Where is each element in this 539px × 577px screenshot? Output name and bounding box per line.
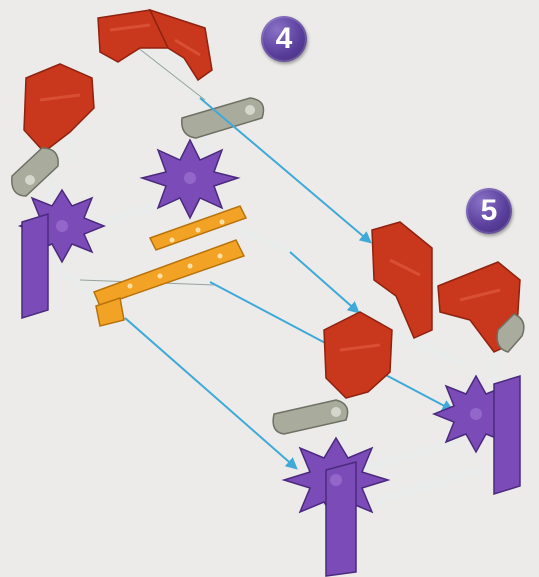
step-5-model (272, 221, 525, 577)
white-rod (355, 435, 465, 475)
step-number-badge: 4 (261, 16, 307, 62)
gray-clip-connector (272, 313, 525, 435)
white-rod (375, 465, 485, 505)
step-number-badge: 5 (466, 188, 512, 234)
arrow-2 (289, 251, 360, 314)
arrow-1 (199, 97, 372, 244)
step-4-model (11, 8, 295, 327)
white-rod (235, 225, 295, 257)
arrow-4 (124, 317, 298, 470)
red-corner-connector (323, 221, 521, 399)
